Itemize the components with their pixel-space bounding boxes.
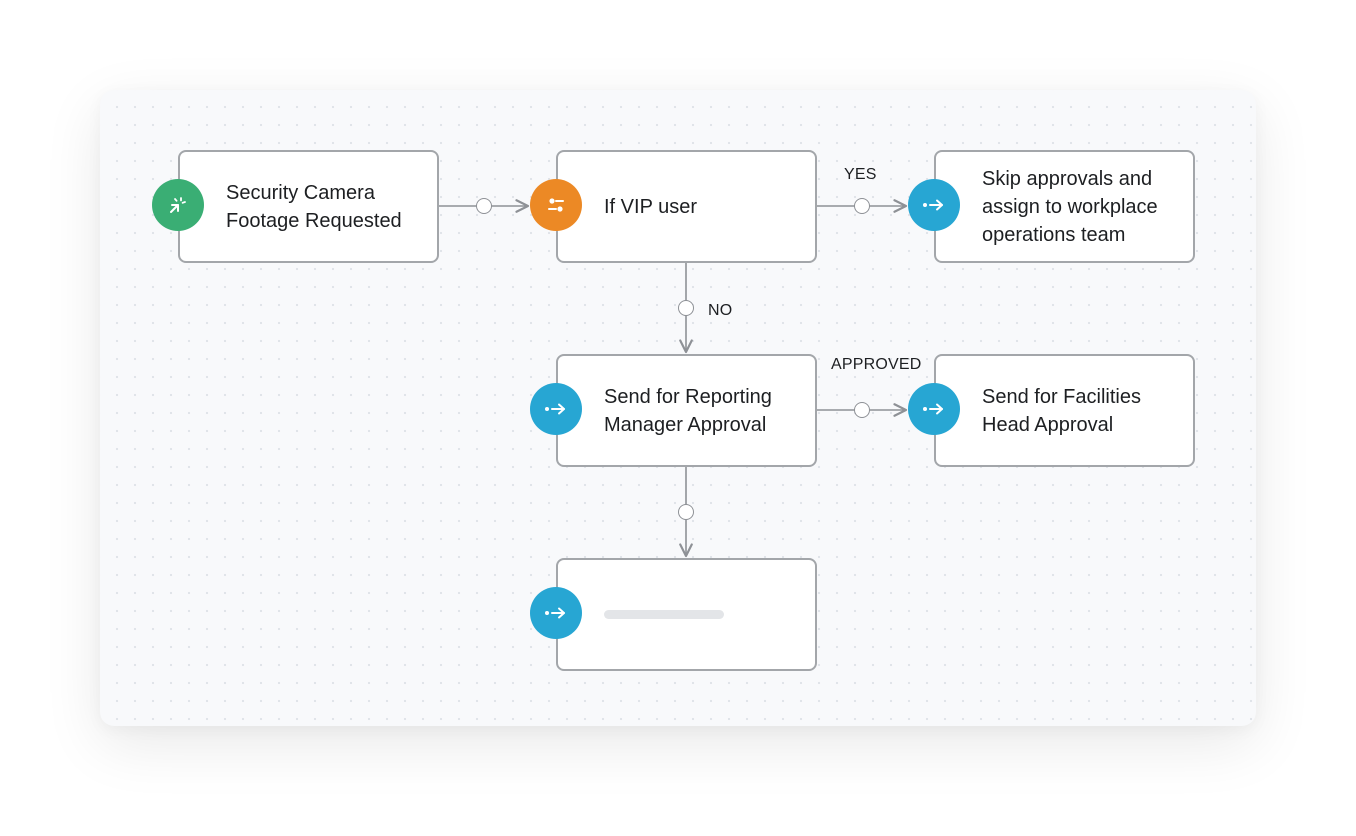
manager-approval-node[interactable]: Send for Reporting Manager Approval (530, 354, 817, 467)
connector-dot[interactable] (854, 198, 870, 214)
sliders-icon (548, 198, 564, 212)
manager-badge (530, 383, 582, 435)
empty-action-node[interactable] (530, 558, 817, 671)
arrow-action-icon (545, 607, 565, 619)
placeholder-bar (604, 610, 724, 619)
skip-label: Skip approvals and assign to workplace o… (982, 167, 1158, 246)
manager-label: Send for Reporting Manager Approval (604, 385, 772, 436)
facilities-label: Send for Facilities Head Approval (982, 385, 1141, 436)
condition-badge (530, 179, 582, 231)
facilities-badge (908, 383, 960, 435)
arrow-action-icon (923, 199, 943, 211)
trigger-label: Security Camera Footage Requested (226, 181, 402, 232)
connector-dot[interactable] (476, 198, 492, 214)
trigger-badge (152, 179, 204, 231)
condition-label: If VIP user (604, 195, 698, 218)
edge-label-no: NO (708, 302, 733, 319)
trigger-node[interactable]: Security Camera Footage Requested (152, 150, 439, 263)
skip-approvals-node[interactable]: Skip approvals and assign to workplace o… (908, 150, 1195, 263)
edge-label-approved: APPROVED (831, 356, 922, 373)
connector-dot[interactable] (678, 504, 694, 520)
facilities-approval-node[interactable]: Send for Facilities Head Approval (908, 354, 1195, 467)
condition-node[interactable]: If VIP user (530, 150, 817, 263)
edge-label-yes: YES (844, 166, 877, 183)
cursor-click-icon (170, 197, 186, 213)
arrow-action-icon (545, 403, 565, 415)
connector-dot[interactable] (678, 300, 694, 316)
connector-dot[interactable] (854, 402, 870, 418)
arrow-action-icon (923, 403, 943, 415)
skip-badge (908, 179, 960, 231)
empty-badge (530, 587, 582, 639)
